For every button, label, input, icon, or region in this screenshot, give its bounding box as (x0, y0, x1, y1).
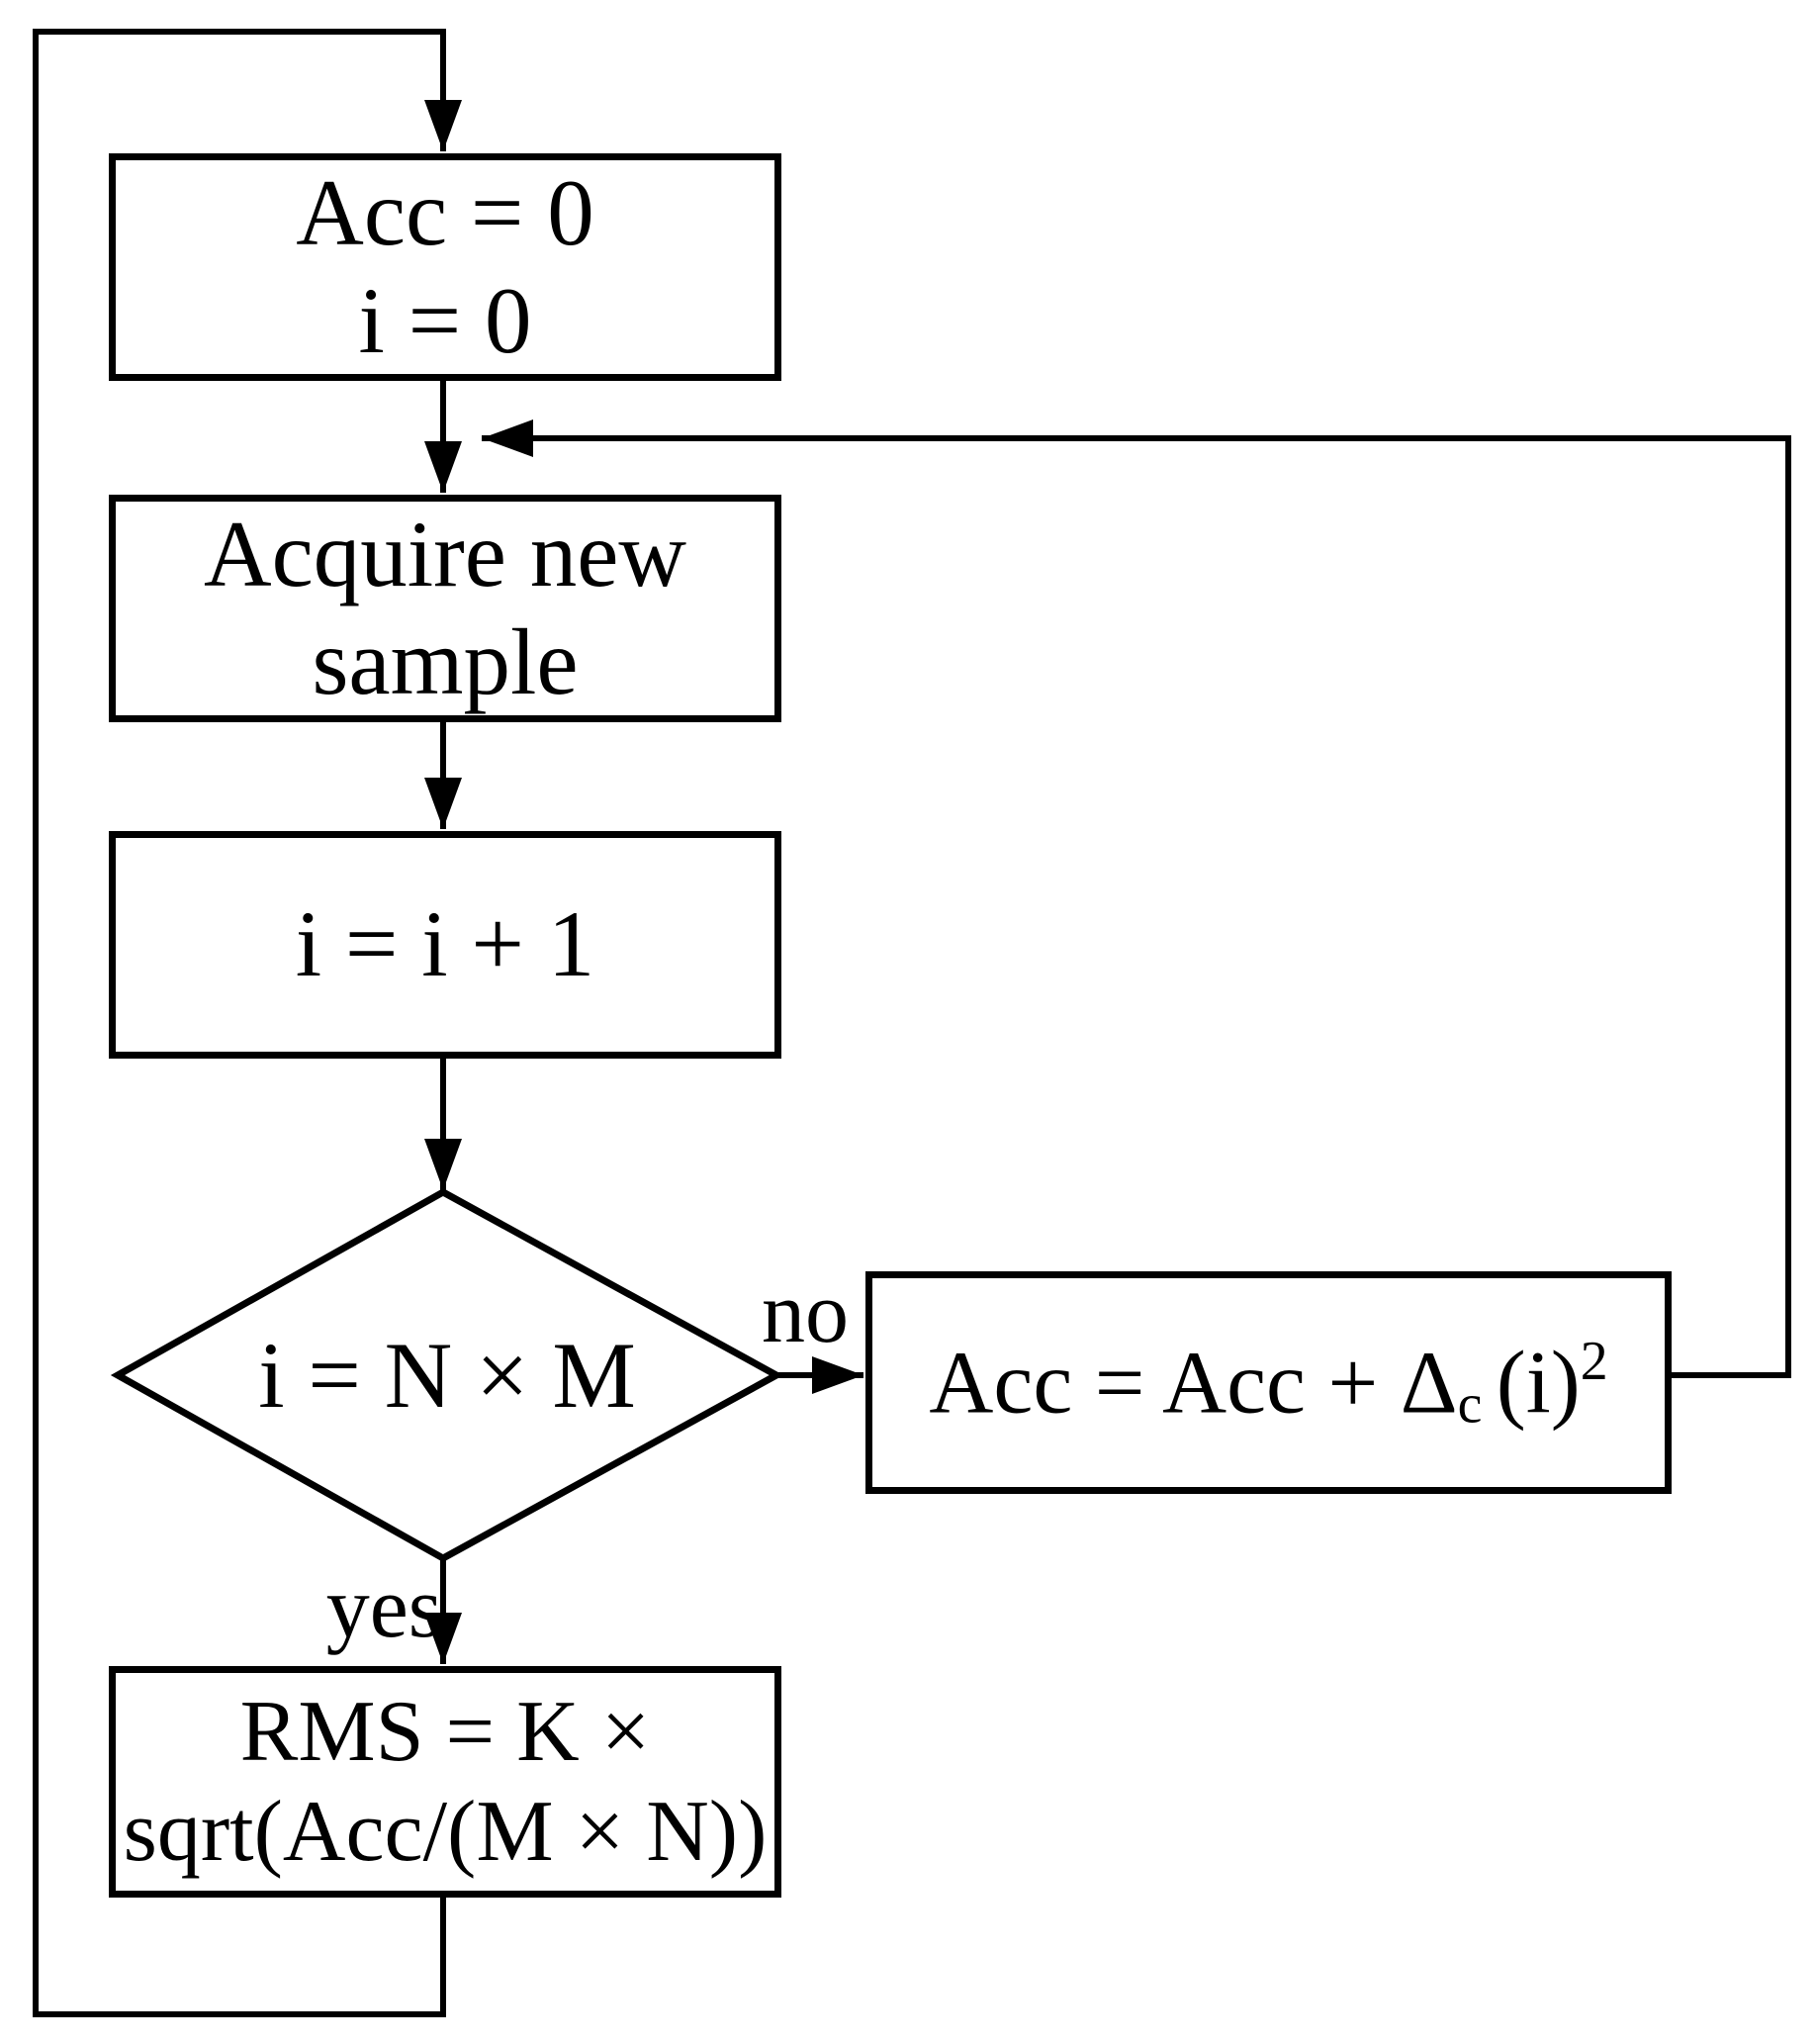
node-accumulate: Acc = Acc + Δc(i)2 (865, 1271, 1672, 1494)
node-init-line1: Acc = 0 (296, 159, 594, 265)
node-increment-label: i = i + 1 (295, 891, 595, 997)
edge-restart-loop (33, 29, 462, 2017)
node-acquire-line2: sample (312, 609, 579, 714)
node-init: Acc = 0 i = 0 (109, 153, 781, 381)
accumulate-formula-superscript: 2 (1580, 1330, 1608, 1392)
edge-feedback-accumulate-to-acquire (482, 419, 1791, 1378)
node-rms: RMS = K × sqrt(Acc/(M × N)) (109, 1666, 781, 1898)
node-rms-line2: sqrt(Acc/(M × N)) (123, 1784, 768, 1880)
node-init-line2: i = 0 (358, 268, 532, 373)
accumulate-formula-prefix: Acc = Acc + Δ (929, 1334, 1458, 1433)
edge-label-yes: yes (325, 1560, 442, 1656)
node-rms-line1: RMS = K × (239, 1683, 651, 1780)
node-acquire-sample: Acquire new sample (109, 495, 781, 722)
accumulate-formula-mid: (i) (1496, 1334, 1581, 1433)
edge-label-no: no (762, 1265, 849, 1361)
accumulate-formula: Acc = Acc + Δc(i)2 (929, 1330, 1607, 1437)
decision-label: i = N × M (258, 1323, 636, 1428)
accumulate-formula-subscript: c (1457, 1373, 1483, 1436)
node-increment: i = i + 1 (109, 831, 781, 1059)
node-acquire-line1: Acquire new (204, 501, 686, 606)
